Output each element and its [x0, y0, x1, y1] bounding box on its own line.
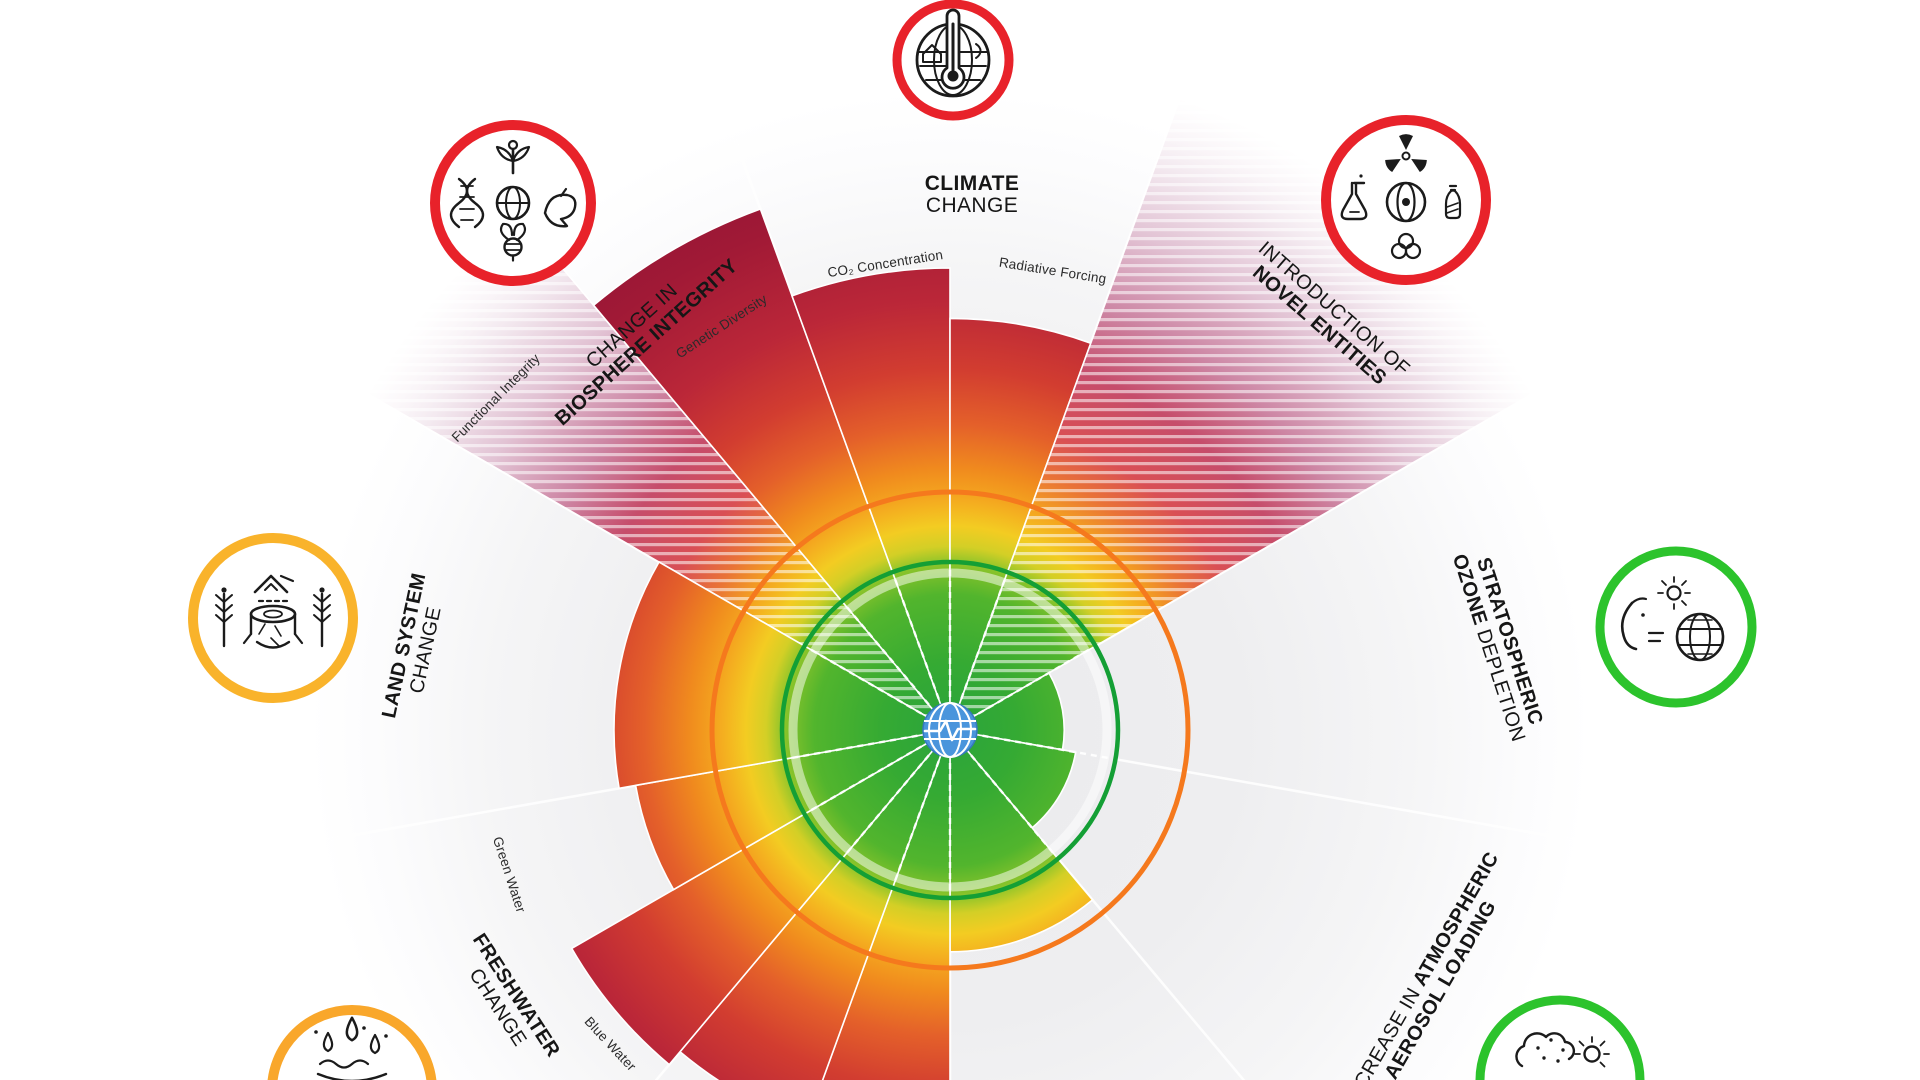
inner-separator [971, 732, 1112, 760]
inner-separator [788, 732, 929, 760]
outer-separator [1115, 757, 1581, 843]
inner-separator [892, 575, 944, 710]
climate-label-regular: CHANGE [926, 194, 1018, 217]
wedge-blue_water [570, 729, 951, 1066]
wedge-aerosol_loading [947, 728, 1077, 829]
wedge-biogeochemical_n [678, 729, 951, 1080]
freshwater-change-icon [267, 1005, 437, 1080]
wedge-co2_concentration [790, 267, 951, 731]
wedge-radiative_forcing [949, 317, 1092, 731]
wedge-stratospheric_ozone [947, 671, 1066, 751]
land-system-change-icon [188, 533, 358, 703]
novel-entities-icon [1321, 115, 1491, 285]
wedge-land_system_change [613, 560, 953, 790]
safe-boundary-ring [779, 559, 1121, 901]
inner-separator [807, 646, 932, 721]
inner-separator [807, 739, 932, 814]
climate-change-icon [892, 0, 1014, 121]
outer-separator [1057, 857, 1246, 1080]
biosphere-integrity-icon [430, 120, 596, 286]
inner-separator [843, 603, 937, 714]
inner-separator [843, 746, 937, 857]
inner-separator [968, 646, 1093, 721]
sector-separators-inner [788, 566, 1112, 894]
label-climate-change: CLIMATE CHANGE [925, 172, 1020, 217]
climate-label-bold: CLIMATE [925, 172, 1020, 195]
wedge-functional_integrity-hatching [368, 215, 950, 730]
inner-separator [892, 750, 944, 885]
inner-white-band [788, 568, 1112, 892]
ozone-depletion-icon [1595, 546, 1757, 708]
inner-separator [956, 575, 1008, 710]
globe-heartbeat-icon [922, 702, 978, 758]
aerosol-loading-icon [1475, 995, 1645, 1080]
high-risk-ring [709, 489, 1191, 971]
inner-separator [963, 746, 1057, 857]
